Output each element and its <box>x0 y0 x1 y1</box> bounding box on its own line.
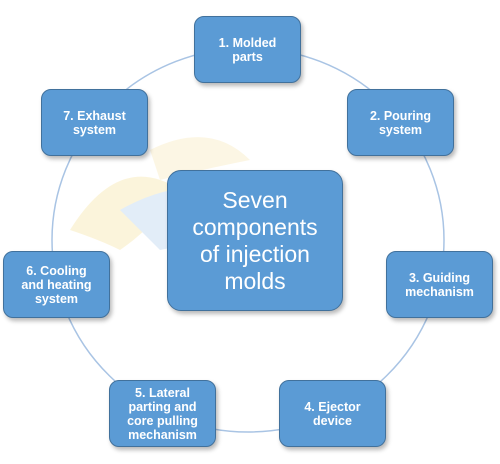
center-topic-box: Seven components of injection molds <box>167 170 343 311</box>
center-topic-label: Seven components of injection molds <box>192 186 318 294</box>
node-ejector-device: 4. Ejector device <box>279 380 386 447</box>
node-label: 6. Cooling and heating system <box>21 263 92 306</box>
node-exhaust-system: 7. Exhaust system <box>41 89 148 156</box>
node-label: 3. Guiding mechanism <box>405 270 474 299</box>
node-guiding-mechanism: 3. Guiding mechanism <box>386 251 493 318</box>
node-label: 2. Pouring system <box>369 108 432 137</box>
node-cooling-heating: 6. Cooling and heating system <box>3 251 110 318</box>
node-molded-parts: 1. Molded parts <box>194 16 301 83</box>
node-pouring-system: 2. Pouring system <box>347 89 454 156</box>
node-lateral-parting: 5. Lateral parting and core pulling mech… <box>109 380 216 447</box>
node-label: 4. Ejector device <box>304 399 361 428</box>
node-label: 1. Molded parts <box>218 35 277 64</box>
node-label: 7. Exhaust system <box>63 108 126 137</box>
node-label: 5. Lateral parting and core pulling mech… <box>127 385 198 442</box>
